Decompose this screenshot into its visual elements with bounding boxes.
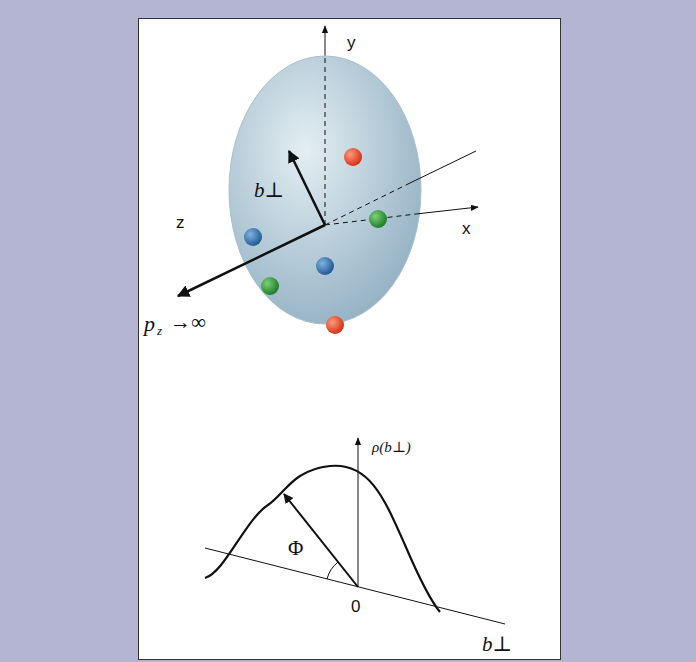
axis-label: b⊥ xyxy=(482,634,512,655)
origin-label: 0 xyxy=(351,598,360,615)
density-axis-label: ρ(b⊥) xyxy=(372,440,411,455)
momentum-label: p xyxy=(144,313,155,335)
momentum-subscript: z xyxy=(157,324,162,337)
axis-label: x xyxy=(462,220,471,237)
density-plot xyxy=(205,438,505,624)
angle-label: Φ xyxy=(288,538,303,559)
limit-label: →∞ xyxy=(170,312,206,333)
axis-label: z xyxy=(176,214,185,231)
panel xyxy=(139,19,561,660)
vector-label: b⊥ xyxy=(254,180,284,201)
axis-label: y xyxy=(347,34,356,51)
proton-figure xyxy=(178,26,478,334)
